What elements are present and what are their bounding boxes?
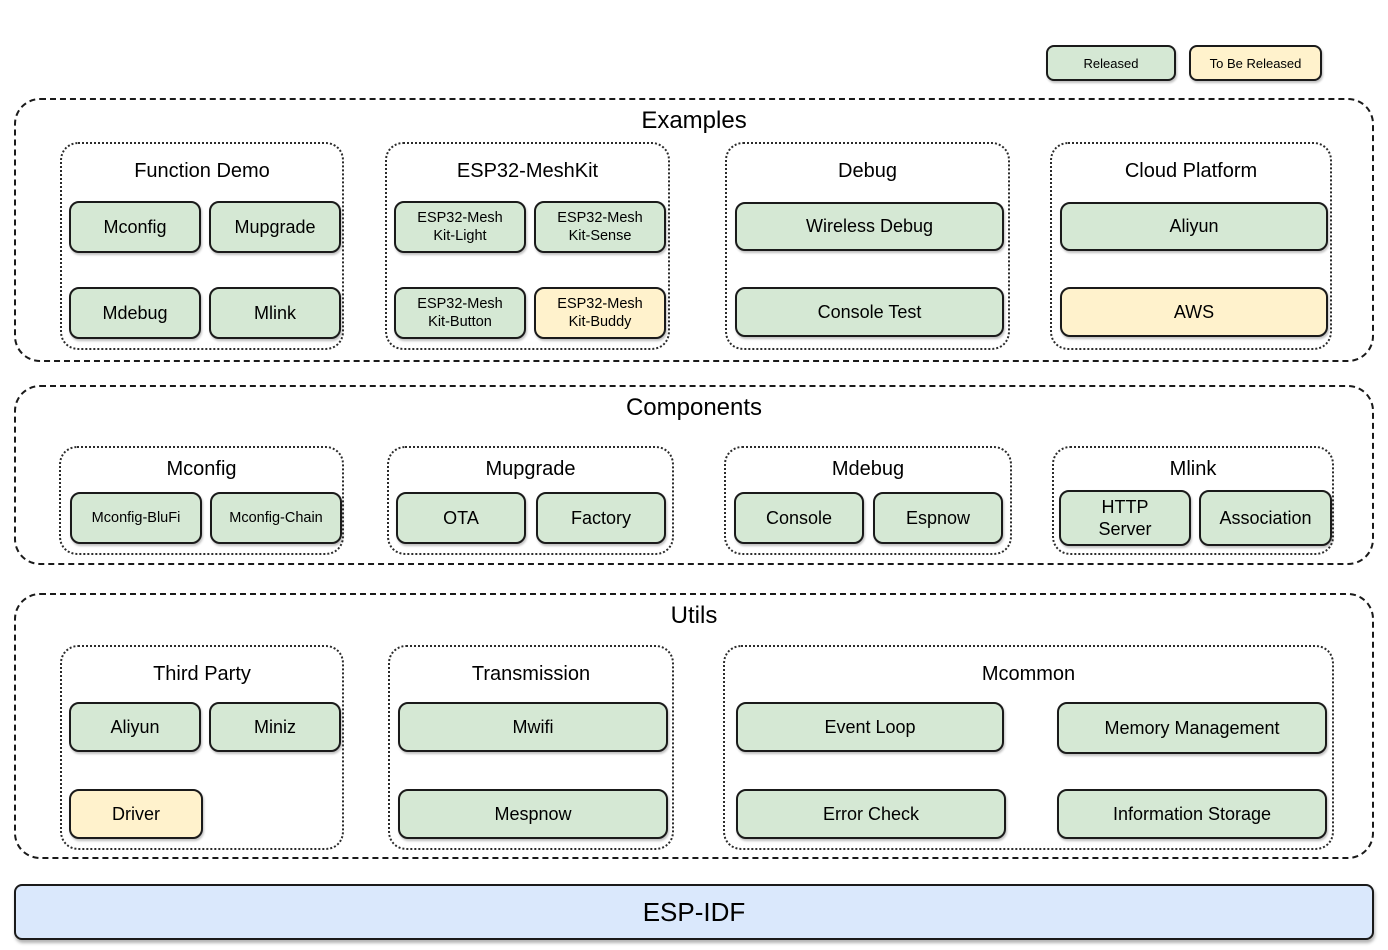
box-event-loop: Event Loop (736, 702, 1004, 752)
group-debug: Debug Wireless Debug Console Test (725, 142, 1010, 350)
group-transmission: Transmission Mwifi Mespnow (388, 645, 674, 850)
group-mlink: Mlink HTTP Server Association (1052, 446, 1334, 555)
group-title-mlink: Mlink (1169, 458, 1217, 480)
group-esp32-meshkit: ESP32-MeshKit ESP32-Mesh Kit-Light ESP32… (385, 142, 670, 350)
section-title-examples: Examples (641, 107, 747, 134)
box-mespnow: Mespnow (398, 789, 668, 839)
group-mupgrade: Mupgrade OTA Factory (387, 446, 674, 555)
group-title-mdebug: Mdebug (831, 458, 905, 480)
group-title-mupgrade: Mupgrade (485, 458, 576, 480)
section-title-components: Components (625, 394, 763, 421)
box-driver: Driver (69, 789, 203, 839)
group-title-esp32-meshkit: ESP32-MeshKit (456, 160, 599, 182)
section-title-utils: Utils (670, 602, 718, 629)
section-utils: Utils Third Party Aliyun Miniz Driver Tr… (14, 593, 1374, 859)
box-esp32-meshkit-button: ESP32-Mesh Kit-Button (394, 287, 526, 339)
box-mdebug-example: Mdebug (69, 287, 201, 339)
legend-released-badge: Released (1046, 45, 1176, 81)
box-mconfig-example: Mconfig (69, 201, 201, 253)
group-cloud-platform: Cloud Platform Aliyun AWS (1050, 142, 1332, 350)
box-esp32-meshkit-sense: ESP32-Mesh Kit-Sense (534, 201, 666, 253)
group-title-debug: Debug (838, 160, 897, 182)
box-console: Console (734, 492, 864, 544)
box-information-storage: Information Storage (1057, 789, 1327, 839)
legend-to-be-released-badge: To Be Released (1189, 45, 1322, 81)
box-aliyun-cloud: Aliyun (1060, 202, 1328, 251)
group-function-demo: Function Demo Mconfig Mupgrade Mdebug Ml… (60, 142, 344, 350)
box-http-server: HTTP Server (1059, 490, 1191, 546)
box-miniz: Miniz (209, 702, 341, 752)
box-mconfig-blufi: Mconfig-BluFi (70, 492, 202, 544)
group-title-function-demo: Function Demo (134, 160, 270, 182)
box-ota: OTA (396, 492, 526, 544)
group-mdebug: Mdebug Console Espnow (724, 446, 1012, 555)
group-title-third-party: Third Party (153, 663, 251, 685)
box-esp32-meshkit-light: ESP32-Mesh Kit-Light (394, 201, 526, 253)
box-esp32-meshkit-buddy: ESP32-Mesh Kit-Buddy (534, 287, 666, 339)
box-factory: Factory (536, 492, 666, 544)
box-mconfig-chain: Mconfig-Chain (210, 492, 342, 544)
box-memory-management: Memory Management (1057, 702, 1327, 754)
group-third-party: Third Party Aliyun Miniz Driver (60, 645, 344, 850)
box-mwifi: Mwifi (398, 702, 668, 752)
box-mupgrade-example: Mupgrade (209, 201, 341, 253)
group-title-transmission: Transmission (471, 663, 591, 685)
group-mcommon: Mcommon Event Loop Memory Management Err… (723, 645, 1334, 850)
section-examples: Examples Function Demo Mconfig Mupgrade … (14, 98, 1374, 362)
box-aws: AWS (1060, 287, 1328, 337)
foundation-esp-idf-bar: ESP-IDF (14, 884, 1374, 940)
box-error-check: Error Check (736, 789, 1006, 839)
box-association: Association (1199, 490, 1332, 546)
group-title-mcommon: Mcommon (981, 663, 1076, 685)
group-mconfig: Mconfig Mconfig-BluFi Mconfig-Chain (59, 446, 344, 555)
box-wireless-debug: Wireless Debug (735, 202, 1004, 251)
box-mlink-example: Mlink (209, 287, 341, 339)
box-aliyun-util: Aliyun (69, 702, 201, 752)
group-title-mconfig: Mconfig (166, 458, 237, 480)
box-console-test: Console Test (735, 287, 1004, 337)
box-espnow: Espnow (873, 492, 1003, 544)
group-title-cloud-platform: Cloud Platform (1124, 160, 1258, 182)
section-components: Components Mconfig Mconfig-BluFi Mconfig… (14, 385, 1374, 565)
